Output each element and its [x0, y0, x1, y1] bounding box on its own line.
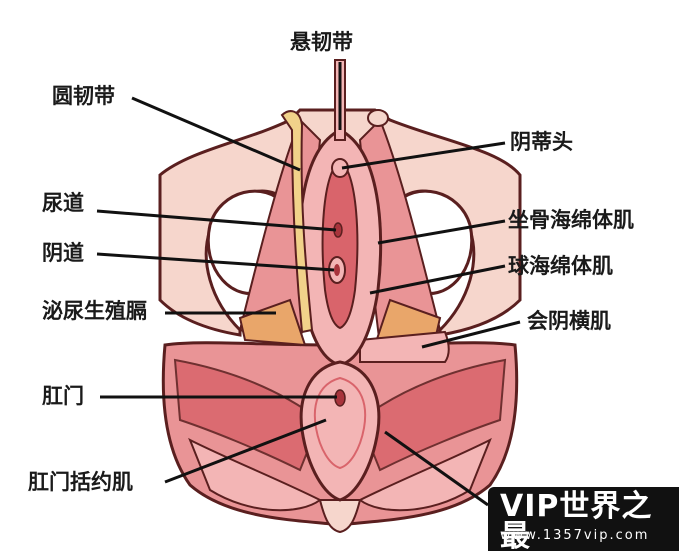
watermark-badge: [488, 487, 679, 551]
pubic-knob: [367, 109, 389, 127]
leader-ischiocavernosus: [377, 219, 506, 245]
label-vagina: 阴道: [42, 241, 84, 265]
leader-extra: [384, 430, 489, 507]
label-clitoris-glans: 阴蒂头: [510, 130, 573, 154]
vagina-inner: [334, 264, 340, 276]
label-anus: 肛门: [42, 384, 84, 408]
leader-transverse: [421, 320, 521, 349]
label-round-ligament: 圆韧带: [52, 84, 115, 108]
label-urogenital-diaphragm: 泌尿生殖膈: [42, 299, 147, 323]
label-bulbospongiosus: 球海绵体肌: [508, 254, 613, 278]
leader-round-ligament: [131, 96, 301, 172]
leader-bulbospongiosus: [369, 264, 506, 295]
transverse-perineal-muscle: [359, 330, 450, 363]
label-anal-sphincter: 肛门括约肌: [28, 470, 133, 494]
label-ischiocavernosus: 坐骨海绵体肌: [508, 208, 634, 232]
leader-lines: [96, 62, 521, 507]
label-suspensory-ligament: 悬韧带: [290, 30, 353, 54]
label-transverse-perineal: 会阴横肌: [527, 309, 611, 333]
round-ligament-band: [280, 110, 314, 334]
label-urethra: 尿道: [42, 191, 84, 215]
watermark-url: www.1357vip.com: [500, 528, 650, 543]
anal-sphincter-rings: [313, 376, 367, 470]
leader-clitoris: [341, 141, 506, 170]
vestibule: [321, 158, 359, 330]
leader-vagina: [96, 252, 335, 272]
coccyx: [318, 499, 362, 534]
leader-anal-sphincter: [164, 418, 327, 484]
watermark-logo: VIP世界之最: [500, 489, 653, 554]
leader-urethra: [96, 209, 337, 232]
left-urogenital-diaphragm: [238, 298, 307, 347]
